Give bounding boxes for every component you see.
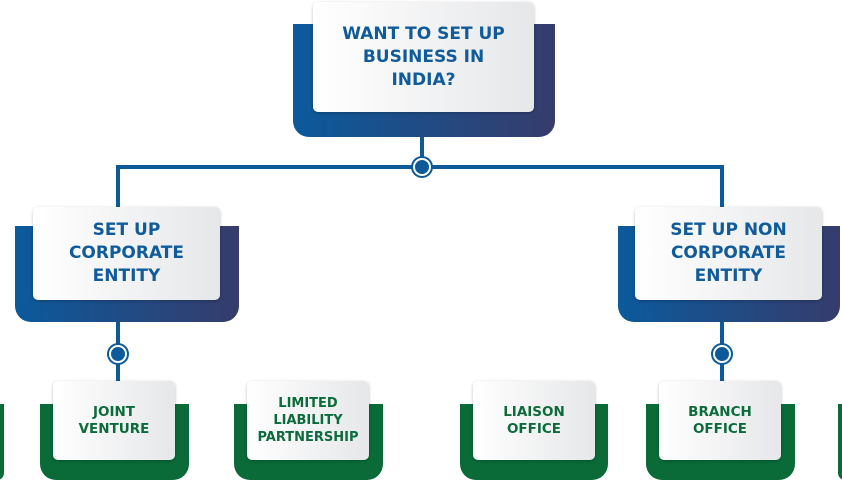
- connector-root: [420, 137, 424, 167]
- leaf-liaison-office: LIAISON OFFICE: [473, 381, 595, 460]
- leaf-plate-partial: [0, 404, 4, 480]
- leaf-joint-venture: JOINT VENTURE: [53, 381, 175, 460]
- leaf-plate-partial: [838, 404, 842, 480]
- branch-corporate: SET UP CORPORATE ENTITY: [33, 207, 220, 300]
- root-node: WANT TO SET UP BUSINESS IN INDIA?: [313, 2, 534, 112]
- branch-non-corporate: SET UP NON CORPORATE ENTITY: [635, 207, 822, 300]
- connector-right: [720, 165, 724, 210]
- connector-left: [116, 165, 120, 210]
- leaf-branch-office: BRANCH OFFICE: [659, 381, 781, 460]
- node-dot: [713, 345, 731, 363]
- node-dot: [109, 345, 127, 363]
- leaf-llp: LIMITED LIABILITY PARTNERSHIP: [247, 381, 369, 460]
- node-dot: [413, 158, 431, 176]
